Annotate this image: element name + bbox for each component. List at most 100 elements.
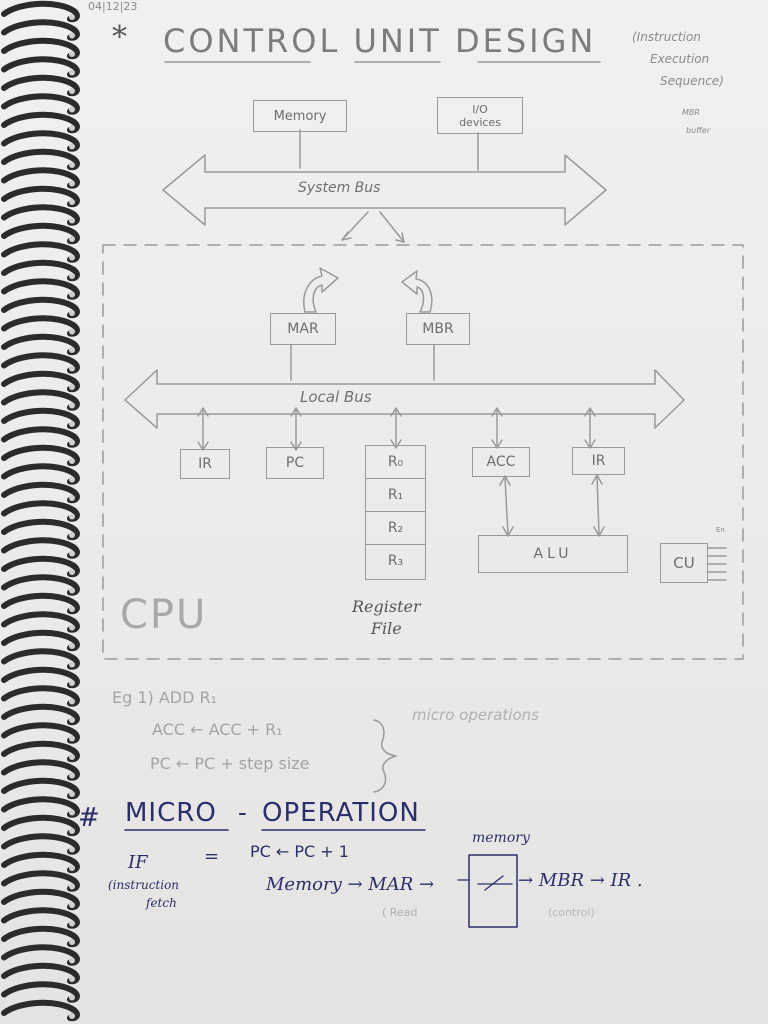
mar-box: MAR — [270, 313, 336, 345]
spiral-coil — [1, 500, 80, 522]
spiral-coil — [1, 0, 80, 23]
binding-hole — [69, 680, 75, 686]
acc-register: ACC — [472, 447, 530, 477]
binding-hole — [69, 513, 75, 520]
spiral-coil — [1, 56, 80, 78]
spiral-coil — [1, 463, 80, 485]
register-r0: R₀ — [366, 446, 425, 479]
spiral-coil — [1, 37, 80, 60]
register-file: R₀ R₁ R₂ R₃ — [365, 445, 426, 580]
spiral-coil — [1, 574, 80, 596]
spiral-coil — [1, 130, 80, 152]
pc-update: PC ← PC + 1 — [250, 842, 349, 861]
spiral-coil — [1, 148, 80, 171]
binding-hole — [69, 236, 75, 242]
spiral-coil — [1, 962, 80, 985]
binding-hole — [69, 14, 75, 20]
spiral-coil — [1, 759, 80, 781]
spiral-coil — [1, 833, 80, 855]
spiral-coil — [1, 222, 80, 245]
spiral-coil — [1, 925, 80, 948]
spiral-binding — [1, 0, 80, 1022]
binding-hole — [69, 384, 75, 390]
binding-hole — [69, 772, 75, 779]
binding-hole — [69, 51, 75, 57]
fetch-flow-left: Memory → MAR → — [266, 874, 435, 895]
binding-hole — [69, 828, 75, 834]
spiral-coil — [1, 278, 80, 300]
io-sub-label: devices — [459, 115, 501, 129]
side-note-line: MBR — [682, 108, 700, 117]
spiral-coil — [1, 333, 80, 356]
spiral-coil — [1, 870, 80, 892]
binding-hole — [69, 754, 75, 760]
if-sub-line: (instruction — [108, 878, 180, 892]
spiral-coil — [1, 518, 80, 541]
micro-heading-part2: OPERATION — [262, 798, 420, 828]
read-note: ( Read — [382, 906, 418, 919]
spiral-coil — [1, 315, 80, 337]
register-r2: R₂ — [366, 512, 425, 545]
spiral-coil — [1, 241, 80, 263]
spiral-coil — [1, 888, 80, 911]
spiral-coil — [1, 537, 80, 559]
spiral-coil — [1, 204, 80, 226]
binding-hole — [69, 254, 75, 261]
binding-hole — [69, 273, 75, 279]
pc-register: PC — [266, 447, 324, 479]
binding-hole — [69, 902, 75, 908]
spiral-coil — [1, 685, 80, 707]
spiral-coil — [1, 555, 80, 578]
binding-hole — [69, 199, 75, 205]
binding-hole — [69, 532, 75, 538]
binding-hole — [69, 809, 75, 816]
binding-hole — [69, 717, 75, 723]
spiral-coil — [1, 259, 80, 282]
title-subtitle: (Instruction Execution Sequence) — [632, 26, 724, 92]
control-note: (control) — [548, 906, 595, 919]
spiral-coil — [1, 981, 80, 1003]
spiral-coil — [1, 111, 80, 134]
spiral-coil — [1, 389, 80, 411]
micro-heading-dash: - — [238, 798, 247, 828]
memory-box: Memory — [253, 100, 347, 132]
binding-hole — [69, 976, 75, 982]
binding-hole — [69, 846, 75, 853]
binding-hole — [69, 328, 75, 335]
binding-hole — [69, 624, 75, 631]
binding-hole — [69, 476, 75, 483]
control-unit-box: CU — [660, 543, 708, 583]
spiral-coil — [1, 851, 80, 874]
section-hash: # — [78, 803, 100, 833]
spiral-coil — [1, 444, 80, 467]
binding-hole — [69, 217, 75, 224]
binding-hole — [69, 550, 75, 557]
instruction-fetch-label: (instruction fetch — [108, 876, 179, 912]
binding-hole — [69, 125, 75, 131]
spiral-coil — [1, 74, 80, 97]
binding-hole — [69, 347, 75, 353]
ir-register-right: IR — [572, 447, 625, 475]
spiral-coil — [1, 185, 80, 208]
spiral-coil — [1, 19, 80, 41]
binding-hole — [69, 365, 75, 372]
spiral-coil — [1, 481, 80, 504]
spiral-coil — [1, 777, 80, 800]
binding-hole — [69, 310, 75, 316]
cu-enable-label: En — [716, 526, 725, 534]
binding-hole — [69, 421, 75, 427]
if-label: IF — [128, 852, 148, 873]
register-file-label-line: File — [370, 619, 402, 638]
page-date: 04|12|23 — [88, 0, 138, 13]
spiral-coil — [1, 648, 80, 670]
spiral-coil — [1, 666, 80, 689]
subtitle-line: Sequence) — [660, 74, 724, 88]
ir-register-left: IR — [180, 449, 230, 479]
example-line-2: ACC ← ACC + R₁ — [152, 720, 283, 739]
binding-hole — [69, 495, 75, 501]
alu-box: ALU — [478, 535, 628, 573]
micro-operations-note: micro operations — [412, 706, 539, 724]
spiral-coil — [1, 944, 80, 966]
